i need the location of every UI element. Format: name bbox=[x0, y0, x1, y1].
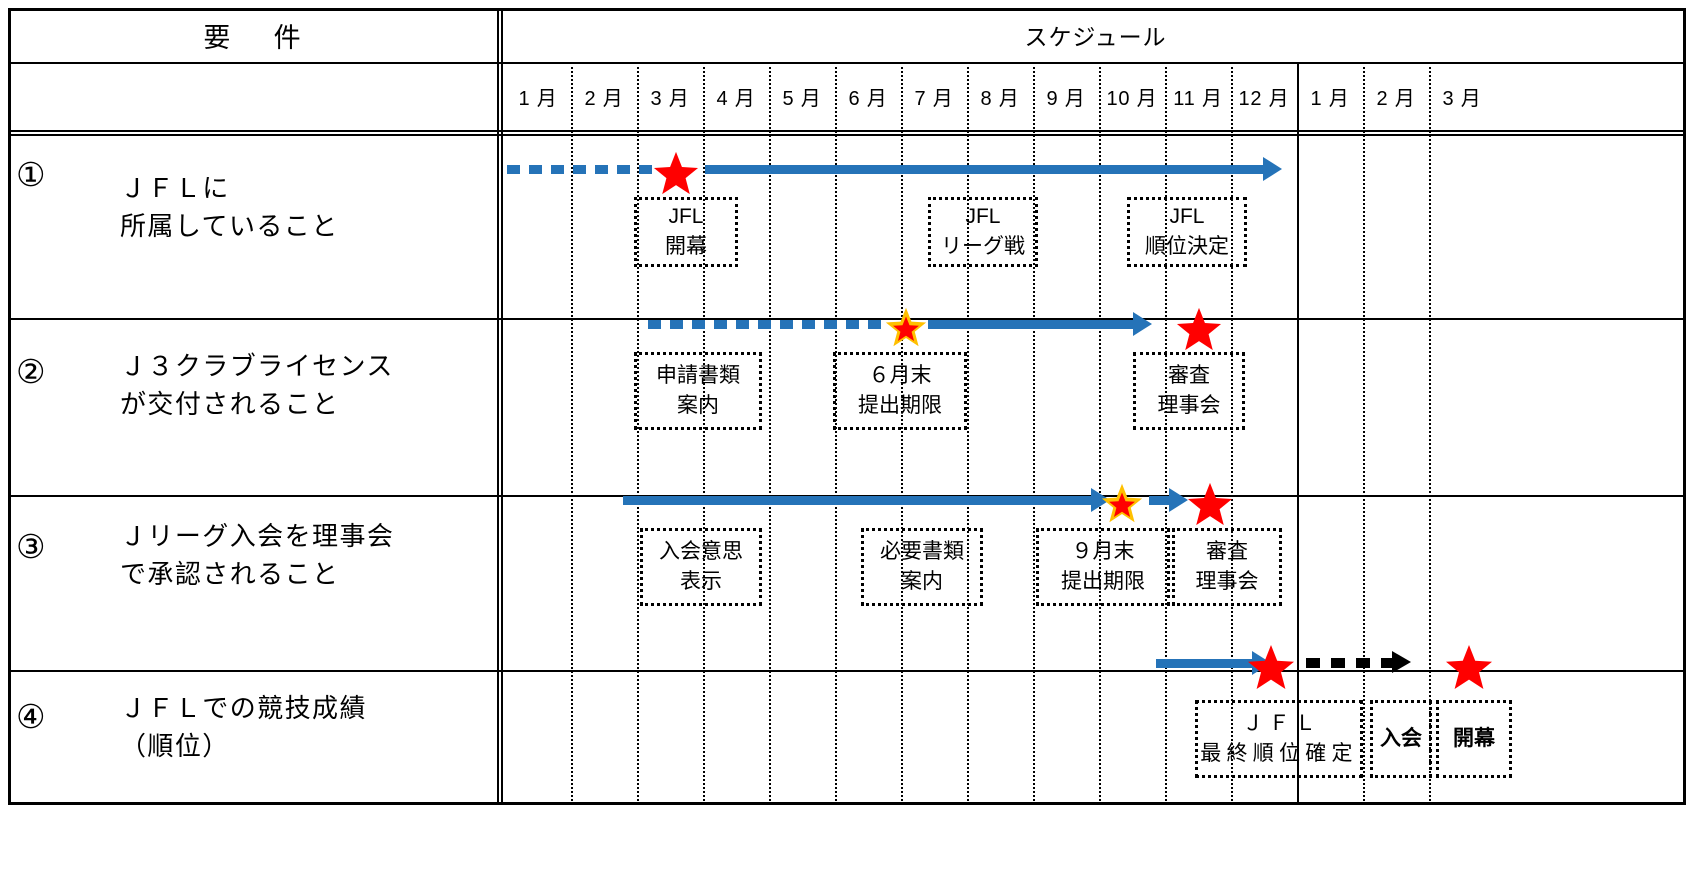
row3-caption-2: 必要書類 案内 bbox=[861, 528, 983, 606]
month-divider-11 bbox=[1231, 62, 1233, 805]
month-header-15: 3 月 bbox=[1442, 87, 1482, 110]
requirement-text-2: Ｊ３クラブライセンス が交付されること bbox=[120, 351, 394, 419]
month-divider-2 bbox=[637, 62, 639, 805]
month-header-8: 8 月 bbox=[980, 87, 1020, 110]
row4-solid-segment bbox=[1156, 659, 1252, 668]
month-header-14: 2 月 bbox=[1376, 87, 1416, 110]
row3-short-solid-segment bbox=[1149, 496, 1169, 505]
table-frame bbox=[8, 8, 1686, 805]
row3-caption-3: ９月末 提出期限 bbox=[1036, 528, 1170, 606]
month-header-2: 2 月 bbox=[584, 87, 624, 110]
rule-row3-bottom bbox=[8, 670, 1686, 672]
row3-arrowhead-icon bbox=[1091, 488, 1110, 512]
month-header-10: 10 月 bbox=[1106, 87, 1158, 110]
row1-red-star-icon bbox=[652, 150, 700, 196]
month-divider-4 bbox=[769, 62, 771, 805]
row2-caption-3: 審査 理事会 bbox=[1133, 352, 1245, 430]
row2-caption-1: 申請書類 案内 bbox=[634, 352, 762, 430]
month-divider-14 bbox=[1429, 62, 1431, 805]
row2-solid-segment bbox=[928, 320, 1133, 329]
month-divider-1 bbox=[571, 62, 573, 805]
month-divider-6 bbox=[901, 62, 903, 805]
row2-arrowhead-icon bbox=[1133, 312, 1152, 336]
month-header-13: 1 月 bbox=[1310, 87, 1350, 110]
month-header-1: 1 月 bbox=[518, 87, 558, 110]
month-divider-7 bbox=[967, 62, 969, 805]
month-header-9: 9 月 bbox=[1046, 87, 1086, 110]
requirement-column-header: 要 件 bbox=[203, 22, 309, 53]
rule-row1-bottom bbox=[8, 318, 1686, 320]
row4-dotted-segment bbox=[1306, 658, 1396, 668]
month-divider-8 bbox=[1033, 62, 1035, 805]
month-divider-10 bbox=[1165, 62, 1167, 805]
requirement-number-1: ① bbox=[16, 156, 46, 193]
row2-red-star-icon bbox=[1175, 306, 1223, 352]
row4-dotted-arrowhead-icon bbox=[1392, 651, 1411, 673]
month-divider-13 bbox=[1363, 62, 1365, 805]
row3-solid-segment bbox=[623, 496, 1091, 505]
row2-dotted-segment bbox=[648, 320, 888, 329]
month-divider-3 bbox=[703, 62, 705, 805]
requirement-number-2: ② bbox=[16, 353, 46, 390]
requirement-number-4: ④ bbox=[16, 698, 46, 735]
month-header-4: 4 月 bbox=[716, 87, 756, 110]
requirement-text-3: Ｊリーグ入会を理事会 で承認されること bbox=[120, 521, 395, 589]
row3-caption-1: 入会意思 表示 bbox=[640, 528, 762, 606]
row4-red-star-icon-2 bbox=[1444, 643, 1494, 691]
row1-dotted-segment bbox=[507, 165, 652, 174]
row4-caption-3: 開幕 bbox=[1436, 700, 1512, 778]
year-divider bbox=[1297, 62, 1299, 805]
row4-caption-2: 入会 bbox=[1370, 700, 1432, 778]
row1-caption-1: JFL 開幕 bbox=[634, 197, 738, 267]
row3-gold-red-star-icon bbox=[1100, 482, 1144, 524]
month-divider-9 bbox=[1099, 62, 1101, 805]
month-header-3: 3 月 bbox=[650, 87, 690, 110]
month-header-5: 5 月 bbox=[782, 87, 822, 110]
row2-gold-red-star-icon bbox=[884, 306, 928, 348]
row3-red-star-icon bbox=[1186, 481, 1234, 527]
row1-caption-2: JFL リーグ戦 bbox=[928, 197, 1038, 267]
month-header-11: 11 月 bbox=[1173, 87, 1223, 110]
month-header-12: 12 月 bbox=[1238, 87, 1290, 110]
row3-caption-4: 審査 理事会 bbox=[1172, 528, 1282, 606]
requirement-text-4: ＪＦＬでの競技成績 （順位） bbox=[120, 693, 367, 761]
rule-header-bottom bbox=[8, 62, 1686, 64]
row4-red-star-icon-1 bbox=[1246, 643, 1296, 691]
row1-arrowhead-icon bbox=[1263, 157, 1282, 181]
schedule-column-header: スケジュール bbox=[1024, 24, 1167, 50]
row3-short-arrowhead-icon bbox=[1169, 488, 1188, 512]
month-header-7: 7 月 bbox=[914, 87, 954, 110]
month-divider-5 bbox=[835, 62, 837, 805]
row1-caption-3: JFL 順位決定 bbox=[1127, 197, 1247, 267]
row2-caption-2: ６月末 提出期限 bbox=[833, 352, 967, 430]
row1-solid-segment bbox=[705, 165, 1263, 174]
requirement-number-3: ③ bbox=[16, 528, 46, 565]
row4-caption-1: ＪＦＬ 最終順位確定 bbox=[1195, 700, 1363, 778]
divider-requirement-schedule bbox=[497, 8, 499, 805]
month-header-6: 6 月 bbox=[848, 87, 888, 110]
rule-months-bottom bbox=[8, 130, 1686, 132]
requirement-text-1: ＪＦＬに 所属していること bbox=[120, 173, 339, 241]
